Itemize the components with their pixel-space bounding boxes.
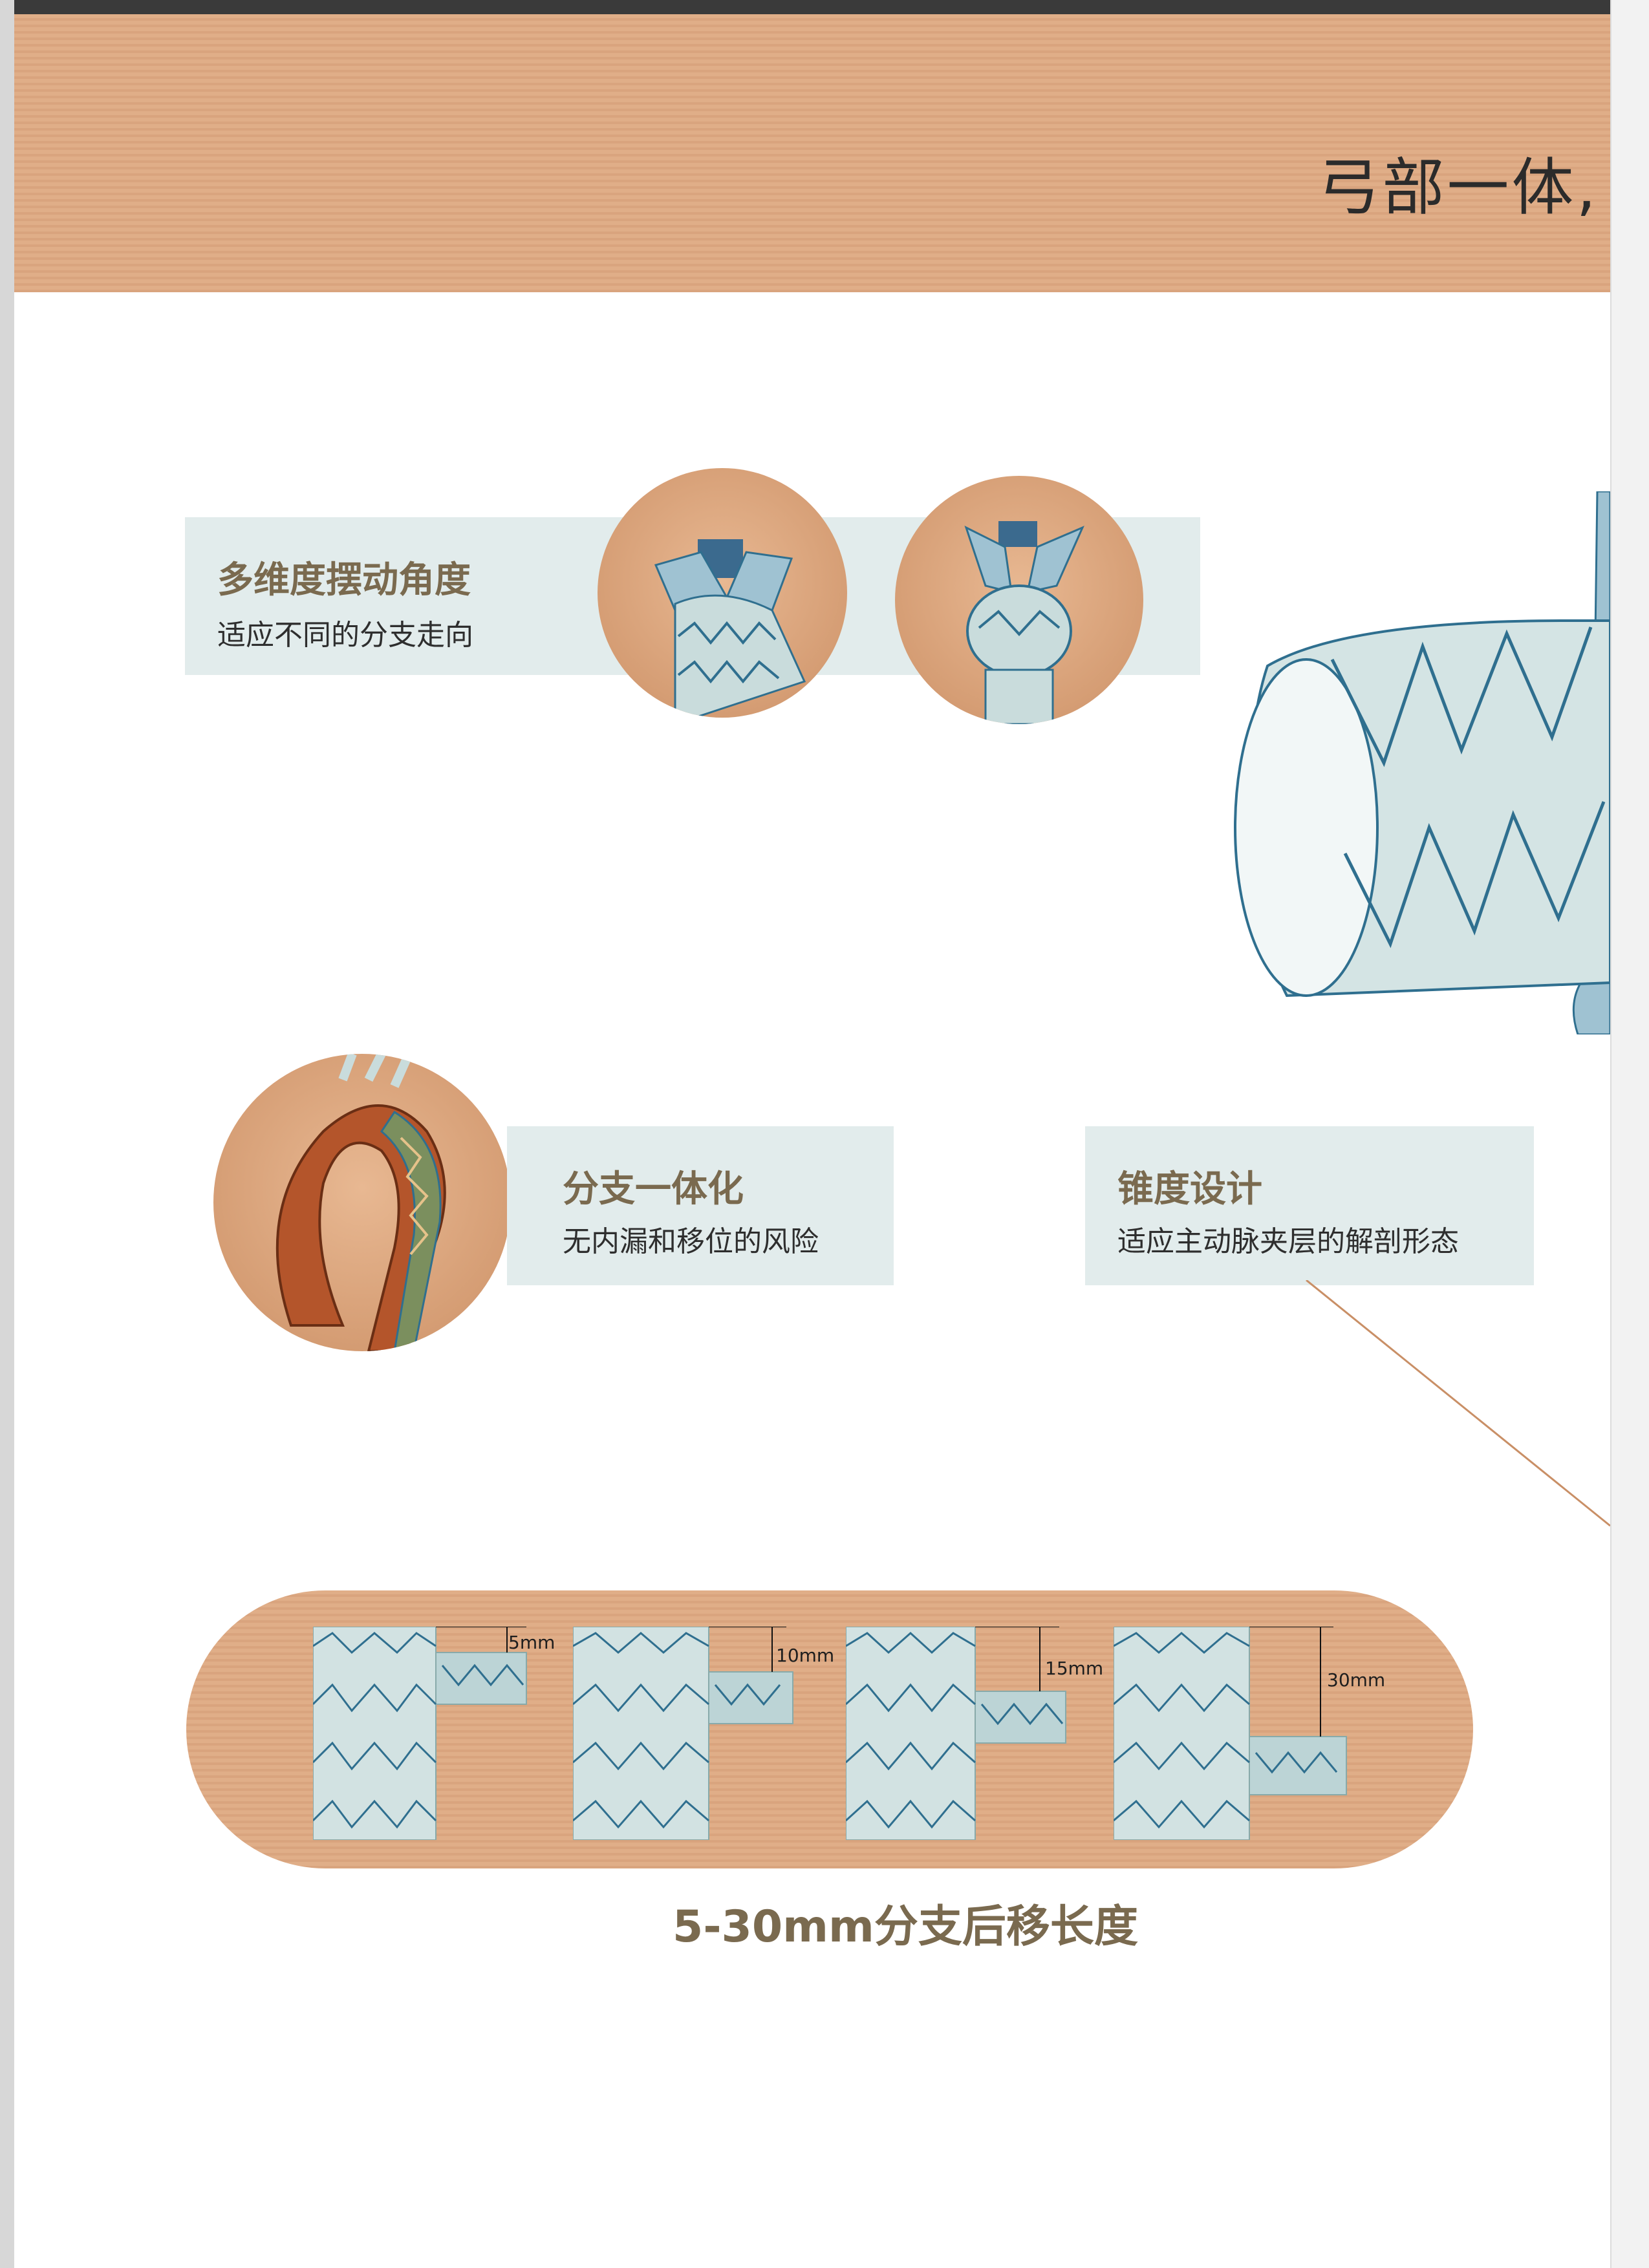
aortic-arch-image: [213, 1054, 511, 1351]
header-band: 弓部一体,: [14, 14, 1610, 292]
offset-label-5mm: 5mm: [508, 1632, 555, 1653]
offset-label-15mm: 15mm: [1045, 1658, 1104, 1679]
feature-integration-subtitle: 无内漏和移位的风险: [563, 1225, 819, 1258]
page-left-edge: [0, 0, 14, 2268]
tapered-stent-image: [1234, 491, 1610, 1034]
stent-swing-image-2: [895, 476, 1143, 724]
feature-integration-title: 分支一体化: [563, 1168, 744, 1210]
stent-swing-drawing-2: [964, 521, 1084, 724]
page-right-edge: [1610, 0, 1649, 2268]
feature-taper-title: 锥度设计: [1117, 1168, 1262, 1210]
page-title: 弓部一体,: [1317, 151, 1599, 224]
branch-offset-panel: 5mm 10mm 15mm 30mm: [186, 1590, 1473, 1868]
stent-offset-30mm: [1114, 1627, 1347, 1840]
feature-integration-box: 分支一体化 无内漏和移位的风险: [507, 1126, 894, 1285]
stent-offset-10mm: [573, 1627, 793, 1840]
stent-swing-drawing-1: [654, 539, 806, 718]
offset-label-10mm: 10mm: [776, 1645, 835, 1666]
feature-swing-subtitle: 适应不同的分支走向: [217, 619, 473, 652]
feature-taper-subtitle: 适应主动脉夹层的解剖形态: [1117, 1225, 1459, 1258]
taper-connector-line: [1306, 1280, 1611, 1527]
page-top-edge: [0, 0, 1649, 14]
offset-label-30mm: 30mm: [1327, 1669, 1386, 1691]
stent-offset-5mm: [313, 1627, 527, 1840]
feature-taper-box: 锥度设计 适应主动脉夹层的解剖形态: [1085, 1126, 1534, 1285]
branch-offset-caption: 5-30mm分支后移长度: [673, 1901, 1138, 1952]
stent-swing-image-1: [598, 468, 847, 718]
feature-swing-title: 多维度摆动角度: [217, 559, 471, 601]
aortic-arch-drawing: [275, 1054, 446, 1351]
stent-offset-15mm: [846, 1627, 1066, 1840]
